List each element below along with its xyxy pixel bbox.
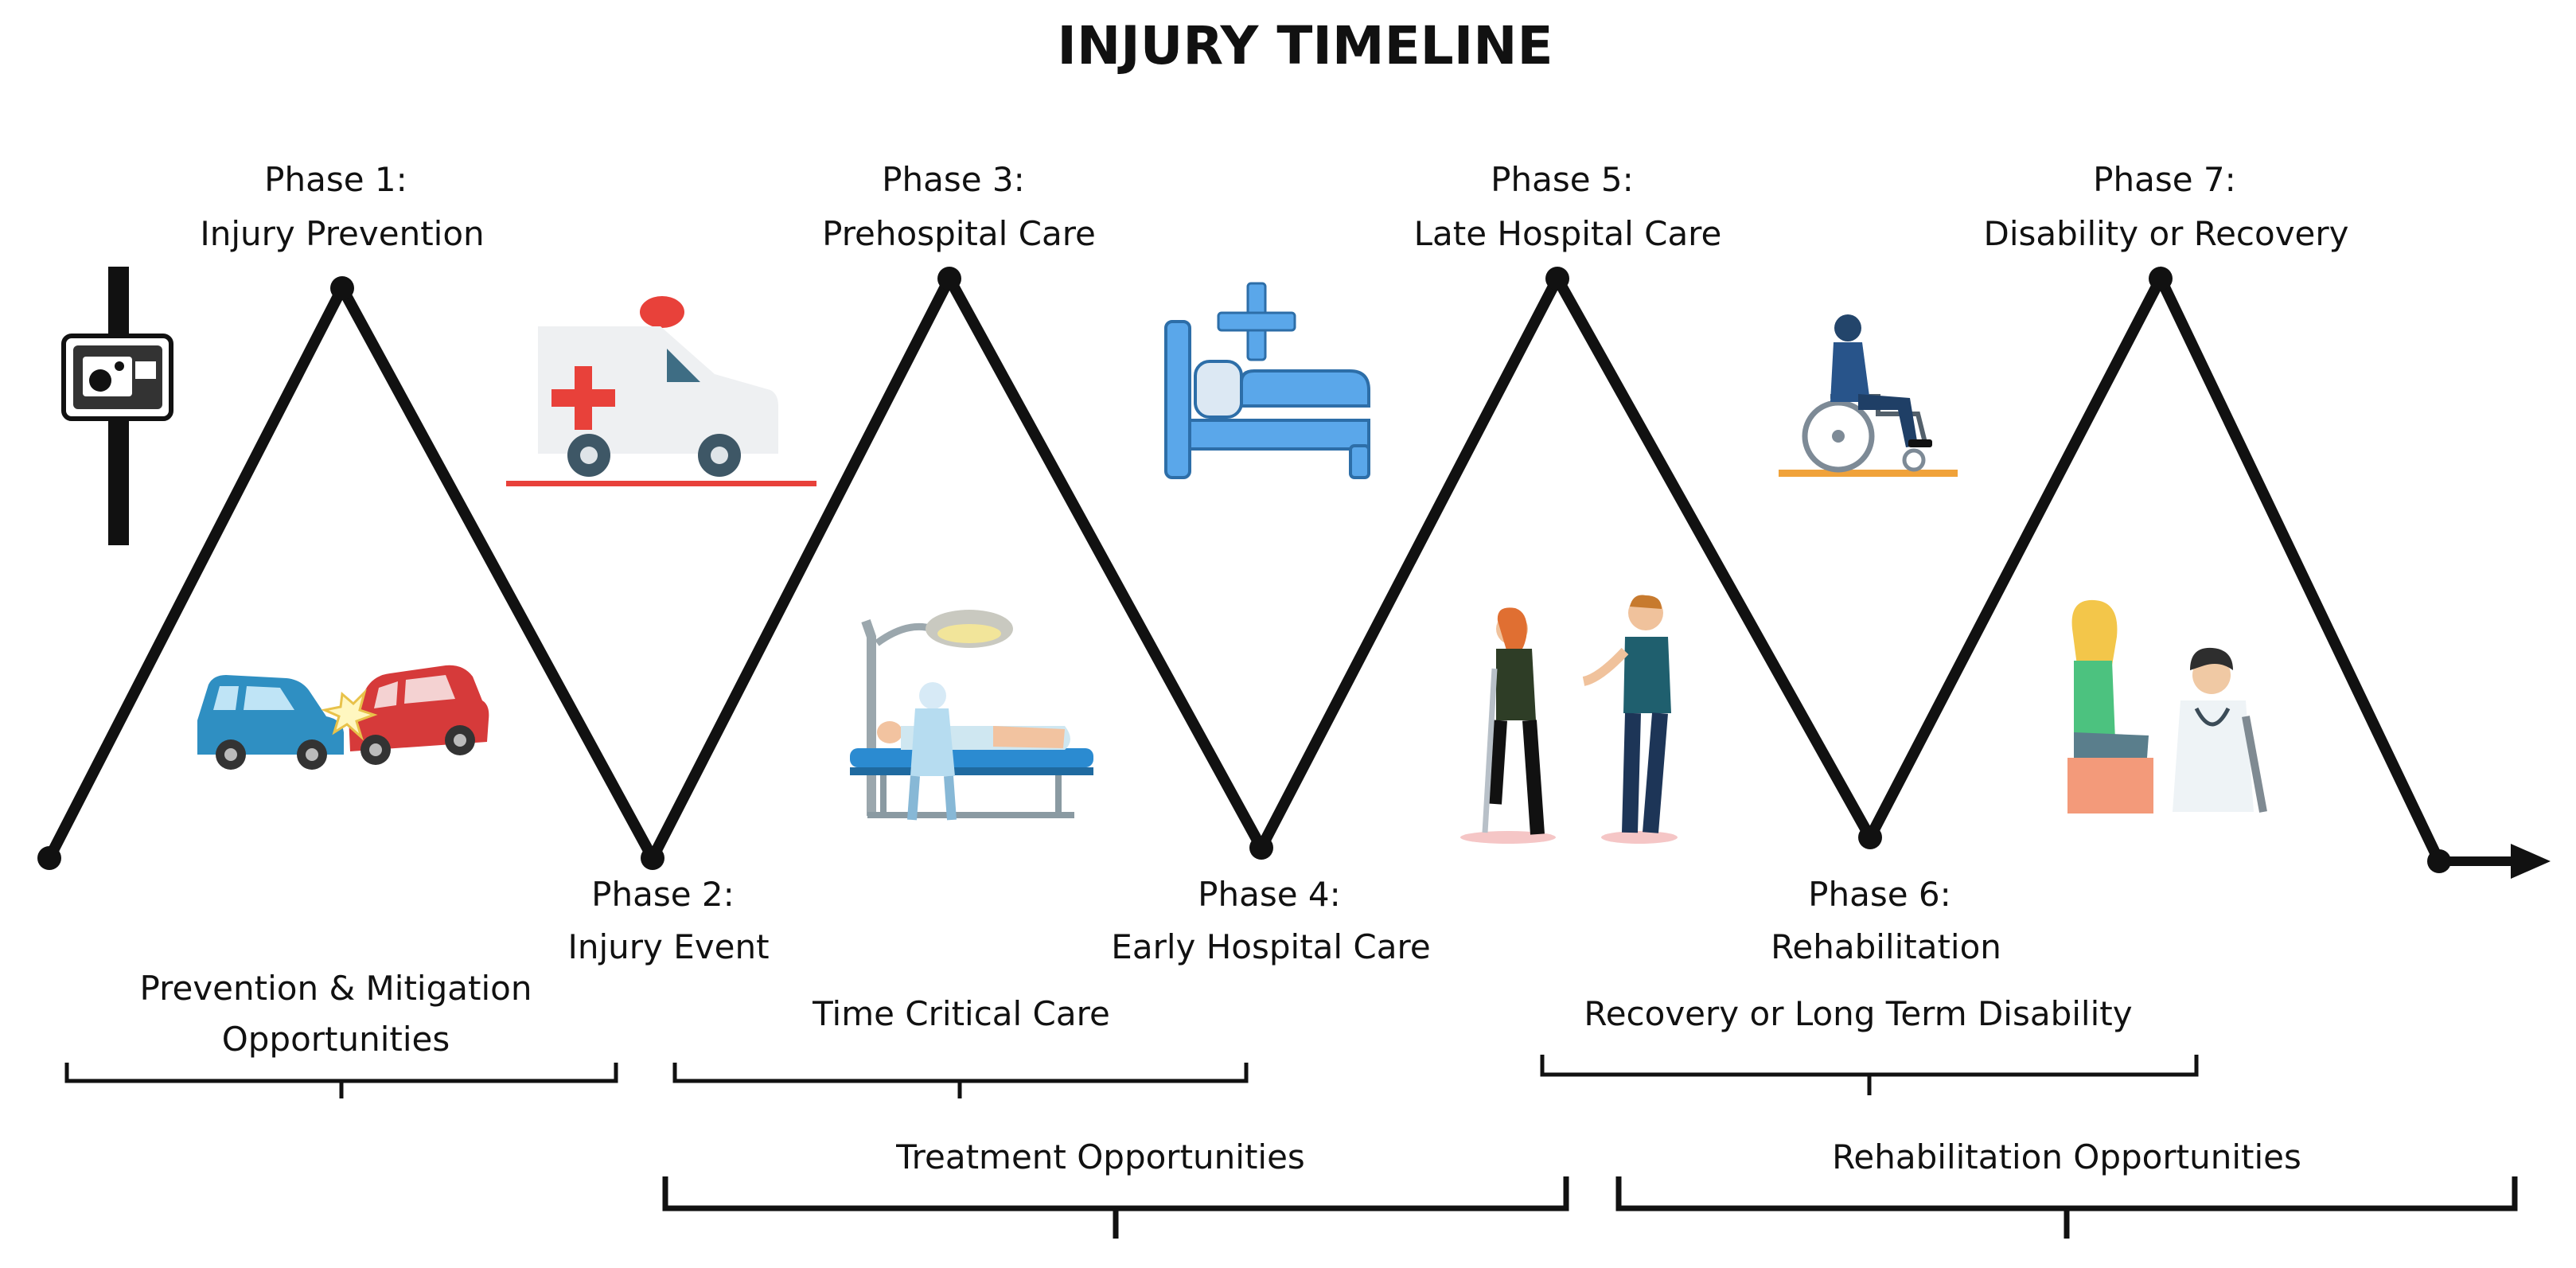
phase-1-label: Phase 1: Injury Prevention xyxy=(200,160,484,253)
svg-text:Prehospital Care: Prehospital Care xyxy=(822,214,1096,253)
node-phase-7 xyxy=(2149,267,2173,291)
phase-6-label: Phase 6: Rehabilitation xyxy=(1771,875,2001,966)
brace-rehabilitation: Rehabilitation Opportunities xyxy=(1615,1137,2518,1239)
svg-text:Phase 2:: Phase 2: xyxy=(591,875,735,914)
svg-text:Time Critical Care: Time Critical Care xyxy=(812,994,1110,1033)
svg-text:Injury Prevention: Injury Prevention xyxy=(200,214,484,253)
timeline-arrow-head xyxy=(2511,844,2551,879)
svg-text:Rehabilitation Opportunities: Rehabilitation Opportunities xyxy=(1832,1137,2301,1176)
diagram-title: INJURY TIMELINE xyxy=(1057,15,1553,76)
phase-2-label: Phase 2: Injury Event xyxy=(567,875,769,966)
svg-text:Early Hospital Care: Early Hospital Care xyxy=(1111,927,1430,966)
phase-5-label: Phase 5: Late Hospital Care xyxy=(1414,160,1722,253)
wheelchair-icon xyxy=(1779,314,1958,477)
svg-text:Prevention & Mitigation: Prevention & Mitigation xyxy=(140,969,532,1008)
node-phase-5 xyxy=(1545,267,1569,291)
brace-treatment: Treatment Opportunities xyxy=(662,1137,1569,1239)
svg-text:Phase 4:: Phase 4: xyxy=(1198,875,1341,914)
ambulance-icon xyxy=(506,296,816,486)
node-phase-4 xyxy=(1249,836,1273,860)
svg-text:Phase 3:: Phase 3: xyxy=(882,160,1025,199)
svg-text:Rehabilitation: Rehabilitation xyxy=(1771,927,2001,966)
hospital-bed-icon xyxy=(1164,282,1370,479)
node-end xyxy=(2427,849,2451,873)
svg-text:Disability or Recovery: Disability or Recovery xyxy=(1983,214,2348,253)
svg-text:Injury Event: Injury Event xyxy=(567,927,769,966)
timeline-nodes xyxy=(37,267,2451,873)
phase-3-label: Phase 3: Prehospital Care xyxy=(822,160,1096,253)
svg-text:Phase 7:: Phase 7: xyxy=(2093,160,2236,199)
brace-recovery: Recovery or Long Term Disability xyxy=(1540,994,2199,1095)
svg-text:Recovery or Long Term Disabili: Recovery or Long Term Disability xyxy=(1584,994,2132,1033)
doctor-consultation-icon xyxy=(2067,599,2267,813)
car-crash-icon xyxy=(197,665,489,770)
node-phase-6 xyxy=(1858,825,1882,849)
svg-text:Phase 5:: Phase 5: xyxy=(1491,160,1634,199)
walking-recovery-icon xyxy=(1460,595,1678,844)
svg-text:Late Hospital Care: Late Hospital Care xyxy=(1414,214,1722,253)
brace-prevention: Prevention & Mitigation Opportunities xyxy=(64,969,618,1098)
speed-camera-icon xyxy=(61,267,173,545)
node-start xyxy=(37,846,61,870)
brace-time-critical: Time Critical Care xyxy=(672,994,1249,1098)
svg-text:Phase 6:: Phase 6: xyxy=(1808,875,1951,914)
node-phase-2 xyxy=(641,846,664,870)
phase-7-label: Phase 7: Disability or Recovery xyxy=(1983,160,2348,253)
node-phase-1 xyxy=(330,276,354,300)
svg-text:Opportunities: Opportunities xyxy=(222,1020,450,1059)
svg-text:Phase 1:: Phase 1: xyxy=(264,160,407,199)
surgery-icon xyxy=(850,610,1093,821)
node-phase-3 xyxy=(937,267,961,291)
phase-4-label: Phase 4: Early Hospital Care xyxy=(1111,875,1430,966)
svg-text:Treatment Opportunities: Treatment Opportunities xyxy=(895,1137,1305,1176)
